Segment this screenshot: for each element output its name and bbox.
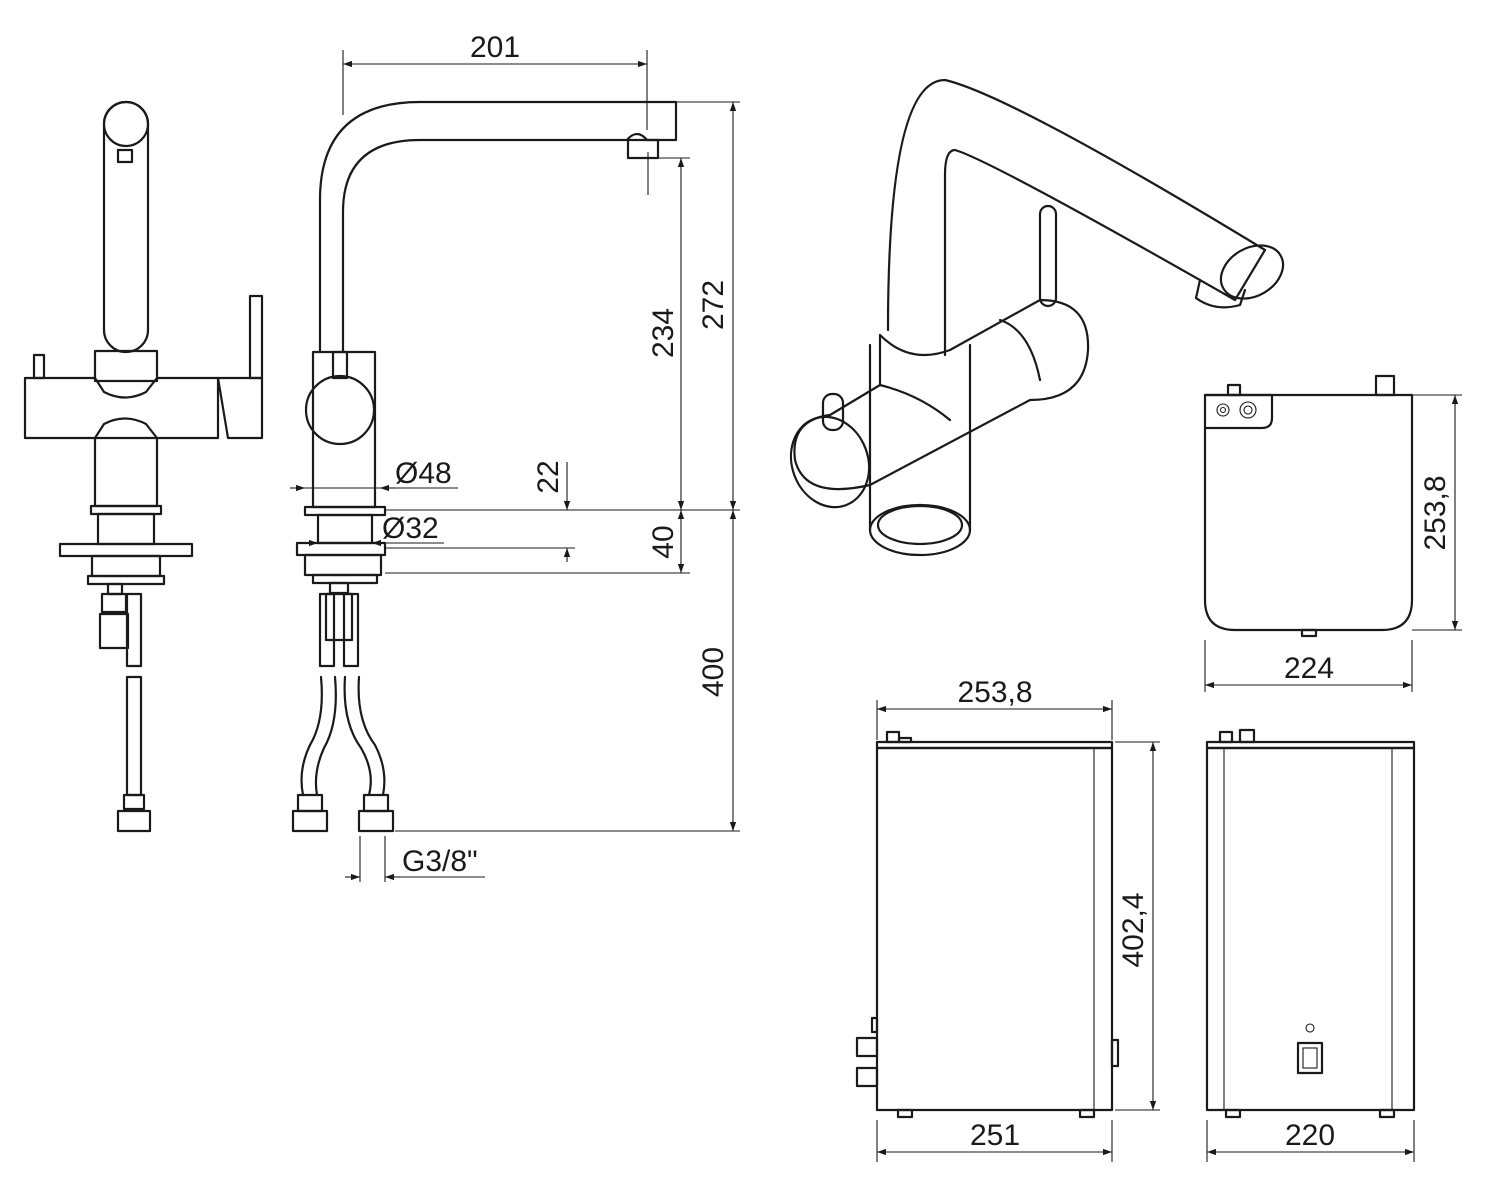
tap-perspective-view [789,78,1285,557]
dim-thread: G3/8" [402,845,478,878]
dimension-labels: 201 272 234 Ø48 Ø32 22 40 400 G3/8" 253,… [382,31,1452,1152]
dim-boiler-side-depth-top: 253,8 [957,676,1032,709]
dim-spout-reach: 201 [470,31,520,64]
dim-spout-height: 234 [647,308,680,358]
dim-hose-length: 400 [697,647,730,697]
dim-total-height: 272 [697,280,730,330]
dim-boiler-side-depth-bottom: 251 [970,1119,1020,1152]
dim-base-diameter: Ø48 [395,457,452,490]
boiler-side-view [855,700,1160,1162]
dim-boiler-top-width: 224 [1284,652,1334,685]
dim-base-gap: 22 [532,460,565,493]
boiler-front-view [1205,728,1416,1162]
boiler-top-view [1203,374,1462,692]
dim-body-diameter: Ø32 [382,512,439,545]
dim-base-height: 40 [647,525,680,558]
dim-boiler-top-height: 253,8 [1419,475,1452,550]
tap-front-view [23,100,264,833]
dim-boiler-side-height: 402,4 [1117,892,1150,967]
dim-boiler-front-width: 220 [1285,1119,1335,1152]
tap-dimensions [290,50,740,882]
tap-side-view [291,100,678,833]
